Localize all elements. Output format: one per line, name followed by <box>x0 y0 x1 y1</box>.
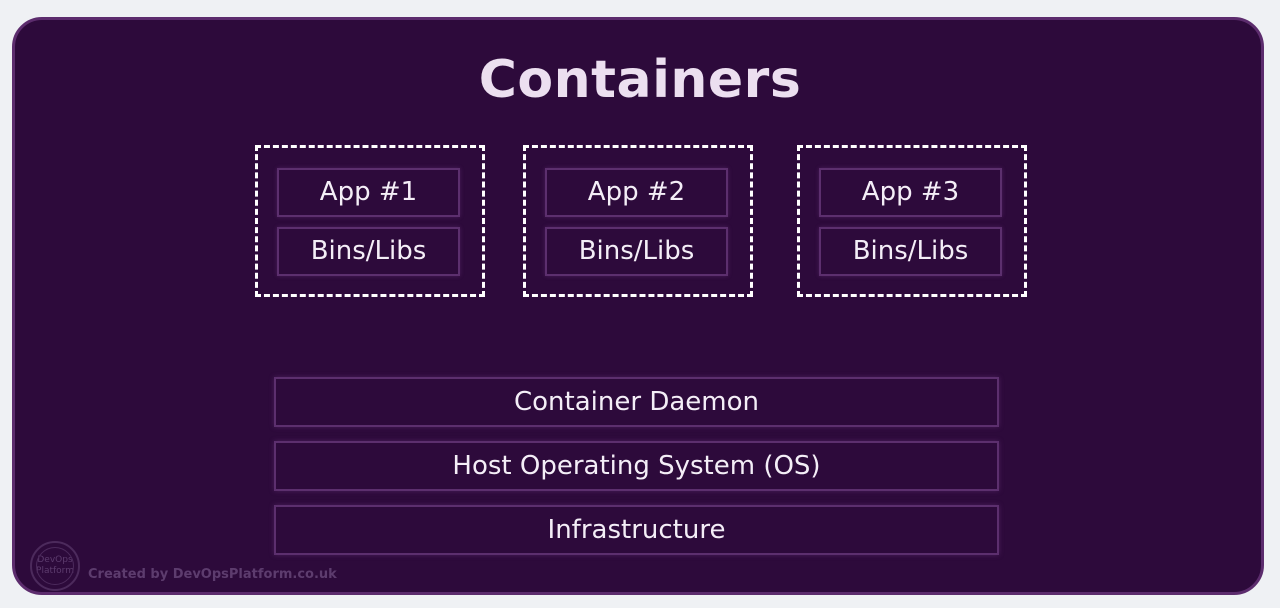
container-2: App #2 Bins/Libs <box>523 145 753 297</box>
devopsplatform-logo: DevOps Platform <box>30 541 80 591</box>
container-1-app: App #1 <box>277 168 460 217</box>
container-1-libs: Bins/Libs <box>277 227 460 276</box>
layer-host-os: Host Operating System (OS) <box>274 441 999 491</box>
container-2-libs: Bins/Libs <box>545 227 728 276</box>
container-3-app: App #3 <box>819 168 1002 217</box>
diagram-panel <box>12 17 1264 595</box>
layer-container-daemon: Container Daemon <box>274 377 999 427</box>
container-3: App #3 Bins/Libs <box>797 145 1027 297</box>
credit-text: Created by DevOpsPlatform.co.uk <box>88 567 337 582</box>
container-1: App #1 Bins/Libs <box>255 145 485 297</box>
container-3-libs: Bins/Libs <box>819 227 1002 276</box>
diagram-title: Containers <box>478 50 802 110</box>
layer-infrastructure: Infrastructure <box>274 505 999 555</box>
logo-ring <box>36 547 74 585</box>
container-2-app: App #2 <box>545 168 728 217</box>
